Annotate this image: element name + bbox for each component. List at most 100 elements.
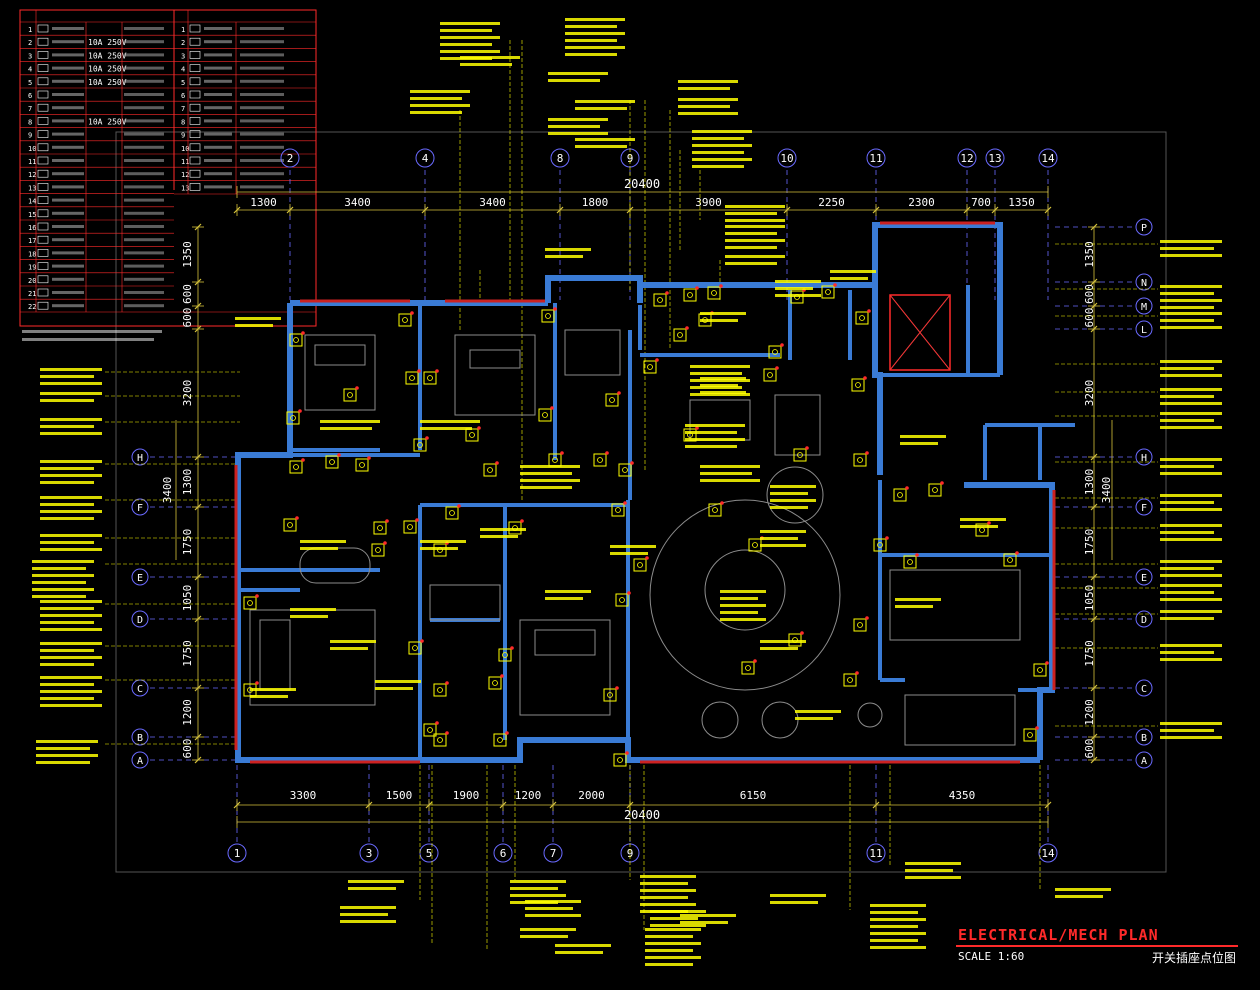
dimension-value: 1050 <box>181 585 194 612</box>
annotation-block <box>760 640 806 650</box>
grid-label-left: A <box>137 756 143 767</box>
annotation-block <box>700 312 746 322</box>
exterior-wall-east <box>964 482 1055 760</box>
annotation-block <box>775 280 821 297</box>
outlet-symbol <box>493 731 509 747</box>
outlet-symbol <box>243 594 259 610</box>
dimension-total-bottom: 20400 <box>624 808 660 822</box>
annotation-block <box>830 270 876 280</box>
annotation-block <box>548 118 608 135</box>
drawing-scale: SCALE 1:60 <box>958 950 1025 963</box>
grid-bubble-right <box>1135 610 1153 628</box>
outlet-symbol <box>483 461 499 477</box>
annotation-block <box>680 914 736 924</box>
grid-label-left: E <box>137 573 143 584</box>
outlet-symbol <box>673 326 689 342</box>
grid-bubble-left <box>131 751 149 769</box>
grid-label-bottom: 14 <box>1041 847 1055 860</box>
grid-bubble-top <box>550 148 570 168</box>
annotation-block <box>545 590 591 600</box>
grid-label-right: A <box>1141 756 1147 767</box>
grid-bubble-top <box>866 148 886 168</box>
grid-label-top: 14 <box>1041 152 1055 165</box>
grid-bubble-left <box>131 610 149 628</box>
grid-label-right: M <box>1141 302 1147 313</box>
dimension-outer-left: 3400 <box>161 477 174 504</box>
legend-row-number: 19 <box>28 264 36 272</box>
grid-bubble-top <box>777 148 797 168</box>
annotation-block <box>1160 458 1222 475</box>
annotation-block <box>1160 494 1222 511</box>
legend-row-number: 21 <box>28 290 36 298</box>
legend-row-number: 7 <box>181 105 185 113</box>
annotation-block <box>555 944 611 954</box>
legend-row-number: 17 <box>28 237 36 245</box>
outlet-symbol <box>1033 661 1049 677</box>
drawing-title: ELECTRICAL/MECH PLAN <box>958 926 1159 944</box>
annotation-block <box>1160 610 1222 620</box>
dimension-value: 1750 <box>1083 640 1096 667</box>
outlet-symbol <box>653 291 669 307</box>
grid-label-right: H <box>1141 453 1147 464</box>
outlet-symbol <box>768 343 784 359</box>
annotation-block <box>548 72 608 82</box>
annotation-block <box>300 540 346 550</box>
annotation-block <box>760 530 806 547</box>
legend-row-number: 12 <box>181 171 189 179</box>
annotation-block <box>40 600 102 631</box>
annotation-block <box>895 598 941 608</box>
annotation-block <box>460 56 520 66</box>
annotation-block <box>678 98 738 115</box>
grid-bubble-right <box>1135 320 1153 338</box>
exterior-wall-south <box>432 737 1040 763</box>
annotation-block <box>36 740 98 764</box>
legend-row-number: 3 <box>181 52 185 60</box>
grid-bubble-right <box>1135 568 1153 586</box>
annotation-block <box>1160 560 1222 577</box>
annotation-block <box>1160 240 1222 257</box>
outlet-symbol <box>605 391 621 407</box>
outlet-symbol <box>893 486 909 502</box>
annotation-block <box>725 225 785 249</box>
annotation-block <box>1160 285 1222 309</box>
annotation-block <box>40 642 102 666</box>
grid-label-right: F <box>1141 503 1147 514</box>
wall-north-center <box>640 222 1003 375</box>
dimension-value: 1750 <box>1083 529 1096 556</box>
legend-row-number: 6 <box>28 92 32 100</box>
outlet-symbol <box>873 536 889 552</box>
outlet-symbol <box>433 731 449 747</box>
outlet-symbol <box>371 541 387 557</box>
grid-label-left: B <box>137 733 143 744</box>
outlet-symbol <box>615 591 631 607</box>
grid-bubble-top <box>957 148 977 168</box>
legend-row-spec: 10A 250V <box>88 117 127 126</box>
legend-row-number: 6 <box>181 92 185 100</box>
grid-bubble-right <box>1135 218 1153 236</box>
legend-row-number: 7 <box>28 105 32 113</box>
legend-row-number: 20 <box>28 277 36 285</box>
grid-label-top: 4 <box>422 152 429 165</box>
legend-row-number: 8 <box>181 118 185 126</box>
grid-bubble-bottom <box>227 843 247 863</box>
grid-label-right: L <box>1141 325 1147 336</box>
dimension-value: 3200 <box>1083 380 1096 407</box>
annotation-block <box>575 100 635 110</box>
annotation-block <box>610 545 656 555</box>
dimension-value: 2250 <box>818 196 845 209</box>
annotation-block <box>340 906 396 923</box>
grid-label-top: 10 <box>780 152 793 165</box>
dimension-value: 1750 <box>181 640 194 667</box>
grid-bubble-left <box>131 568 149 586</box>
outlet-symbol <box>325 453 341 469</box>
grid-bubble-right <box>1135 448 1153 466</box>
legend-row-number: 9 <box>28 132 32 140</box>
outlet-symbol <box>423 721 439 737</box>
outlet-symbol <box>707 284 723 300</box>
grid-bubble-top <box>415 148 435 168</box>
grid-bubble-bottom <box>1038 843 1058 863</box>
grid-bubble-right <box>1135 728 1153 746</box>
outlet-symbol <box>853 451 869 467</box>
annotation-block <box>420 540 466 550</box>
